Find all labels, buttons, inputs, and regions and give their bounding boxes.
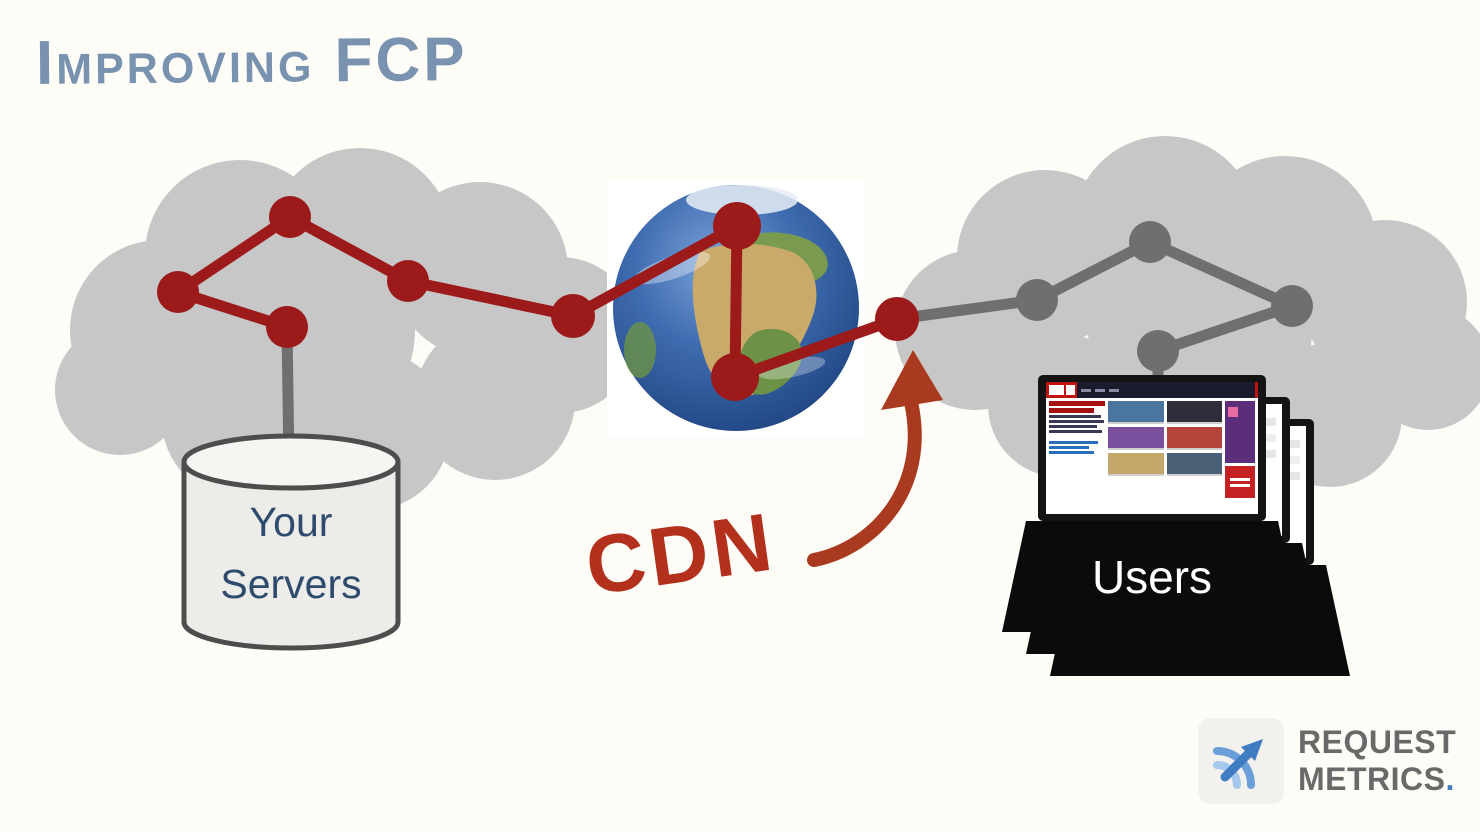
request-metrics-logo: REQUEST METRICS. xyxy=(1198,718,1456,804)
network-nodes-red xyxy=(157,196,919,401)
news-site-screenshot xyxy=(1046,382,1258,514)
servers-label: Your Servers xyxy=(184,492,398,615)
news-ad-purple xyxy=(1225,401,1255,463)
news-logo-icon xyxy=(1049,385,1064,395)
news-site-body xyxy=(1046,398,1258,501)
servers-label-line2: Servers xyxy=(220,560,362,607)
news-ad-column xyxy=(1225,401,1255,498)
news-logo-icon xyxy=(1066,385,1075,395)
logo-line1: REQUEST xyxy=(1298,724,1457,761)
logo-text: REQUEST METRICS. xyxy=(1298,724,1456,798)
news-thumbnail-grid xyxy=(1108,401,1222,498)
cdn-arrow-icon xyxy=(807,350,943,567)
network-nodes-gray xyxy=(1016,221,1313,372)
news-headline-column xyxy=(1049,401,1105,498)
server-cylinder-icon xyxy=(181,433,401,651)
signal-arcs-icon xyxy=(1198,718,1284,804)
news-site-header xyxy=(1046,382,1258,398)
news-navbar xyxy=(1077,382,1255,398)
logo-period: . xyxy=(1445,761,1455,797)
users-label: Users xyxy=(1091,551,1213,603)
servers-label-line1: Your xyxy=(249,499,333,545)
news-ad-red xyxy=(1225,466,1255,498)
page-title: Improving FCP xyxy=(35,25,468,98)
logo-line2: METRICS. xyxy=(1298,761,1455,797)
